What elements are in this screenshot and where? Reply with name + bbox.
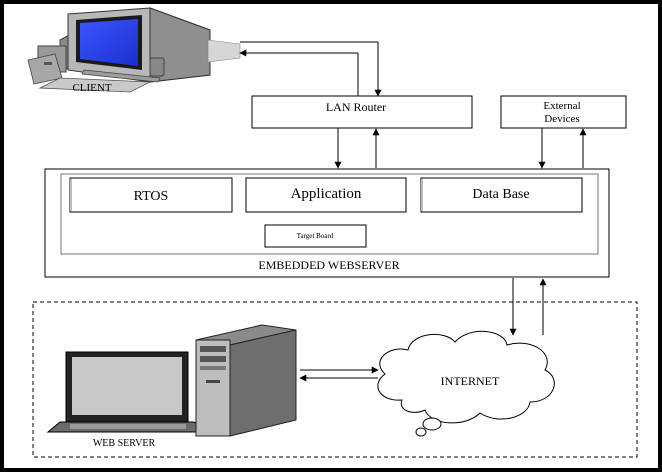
database-label: Data Base — [472, 187, 529, 202]
internet-cloud-icon — [377, 330, 555, 437]
lan-router-box — [251, 95, 473, 129]
external-devices-box — [500, 95, 627, 129]
external-devices-label-line2: Devices — [544, 113, 579, 125]
rtos-box — [69, 177, 233, 213]
lan-router-label: LAN Router — [326, 100, 386, 114]
rtos-label: RTOS — [134, 189, 169, 204]
external-devices-label-line1: External — [543, 100, 580, 112]
client-computer-icon — [27, 7, 241, 93]
web-server-label: WEB SERVER — [93, 438, 156, 449]
web-server-region — [32, 301, 638, 458]
application-label: Application — [291, 186, 362, 202]
target-board-box — [264, 224, 367, 248]
laptop-icon — [46, 351, 210, 433]
embedded-webserver-label: EMBEDDED WEBSERVER — [258, 258, 399, 272]
application-box — [245, 177, 407, 213]
internet-label: INTERNET — [441, 374, 500, 388]
server-tower-icon — [195, 324, 297, 437]
target-board-label: Target Board — [297, 232, 334, 240]
client-label: CLIENT — [72, 82, 111, 94]
